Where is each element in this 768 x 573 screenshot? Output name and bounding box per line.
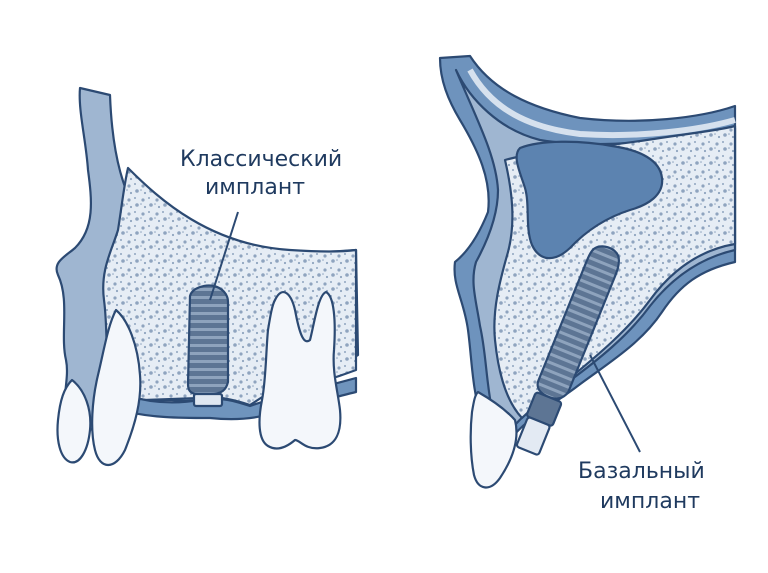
basal-implant xyxy=(515,245,620,456)
basal-implant-panel: Базальный имплант xyxy=(438,54,737,514)
basal-label-line1: Базальный xyxy=(578,459,705,484)
front-incisor xyxy=(91,308,142,467)
basal-leader-line xyxy=(589,354,641,453)
lateral-incisor xyxy=(56,378,92,464)
classic-label-line1: Классический xyxy=(180,147,342,172)
maxillary-sinus xyxy=(515,140,664,260)
classic-implant xyxy=(186,284,230,408)
canine-tooth xyxy=(469,390,518,489)
molar-tooth xyxy=(258,290,342,450)
basal-label-line2: имплант xyxy=(600,489,700,514)
classic-label-line2: имплант xyxy=(205,175,305,200)
sinus-rim xyxy=(467,68,736,139)
classic-leader-line xyxy=(209,211,239,301)
classic-implant-panel: Классический имплант xyxy=(55,86,360,467)
